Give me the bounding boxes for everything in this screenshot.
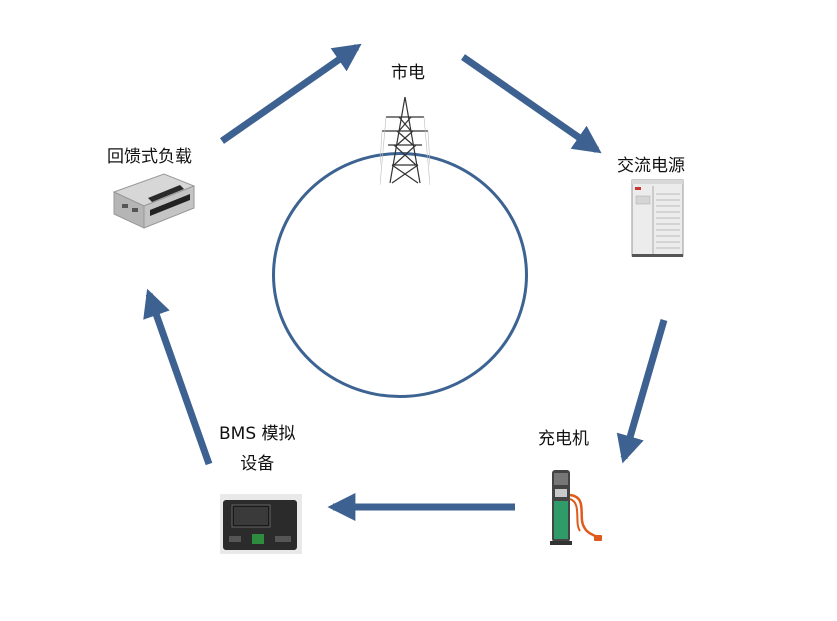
bms-label: BMS 模拟 设备 [219,419,296,479]
feedback-load-label: 回馈式负载 [107,147,192,167]
ac-source-label: 交流电源 [617,156,685,176]
charger-label: 充电机 [538,429,589,449]
bms-label-line2: 设备 [240,454,275,474]
transmission-tower-icon [380,96,430,185]
charging-pile-icon [550,470,602,545]
center-ring [272,152,528,398]
power-cabinet-icon [631,179,684,257]
grid-label: 市电 [391,63,425,83]
bms-device-icon [220,494,302,554]
feedback-load-device-icon [112,173,196,229]
arrow-ac-source-to-charger [616,319,668,464]
bms-label-line1: BMS 模拟 [219,424,296,444]
arrow-bms-to-feedback-load [143,288,213,466]
arrow-grid-to-ac-source [461,54,602,154]
arrow-feedback-load-to-grid [220,43,362,144]
